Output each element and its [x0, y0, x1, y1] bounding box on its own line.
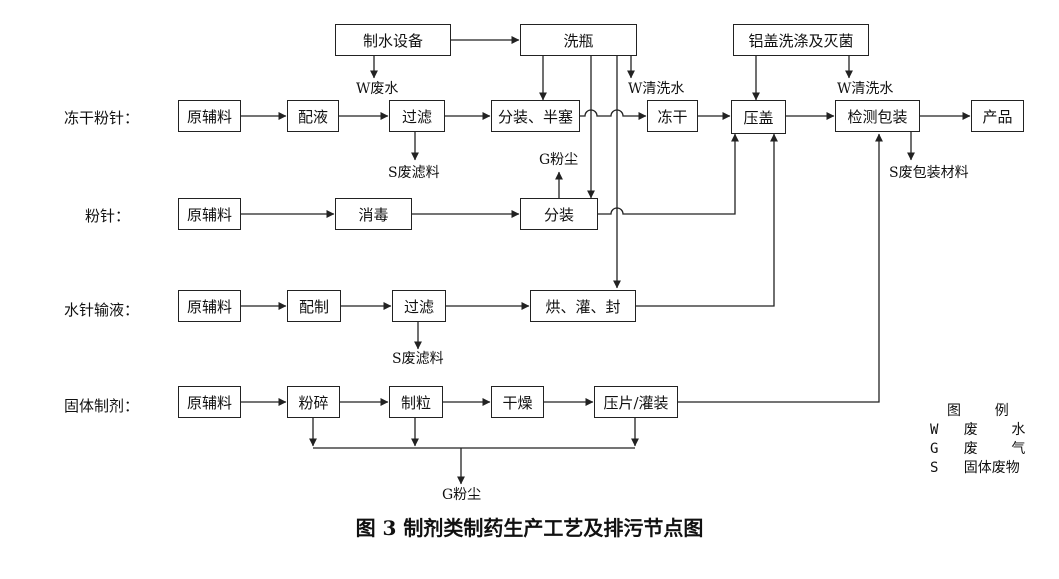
baking-filling-sealing-box: 烘、灌、封	[530, 290, 636, 322]
cleaning-water-label: W清洗水	[837, 81, 894, 97]
row-label-powder-injection: 粉针：	[85, 207, 131, 225]
flow-arrow	[636, 133, 778, 307]
lyo-raw-material-box: 原辅料	[178, 100, 241, 132]
row-label-water-injection: 水针输液：	[64, 301, 140, 319]
liquid-filtration-box: 过滤	[392, 290, 446, 322]
legend-item-waste-gas: G 废 气	[930, 441, 1026, 457]
waste-filter-material-label: S废滤料	[388, 165, 440, 181]
dust-emission-label: G粉尘	[539, 152, 579, 168]
legend-item-solid-waste: S 固体废物	[930, 460, 1020, 476]
dust-emission-label: G粉尘	[442, 487, 482, 503]
lyo-liquid-prep-box: 配液	[287, 100, 339, 132]
product-box: 产品	[971, 100, 1024, 132]
figure-caption: 图 3 制剂类制药生产工艺及排污节点图	[355, 516, 704, 540]
cleaning-water-label: W清洗水	[628, 81, 685, 97]
tablet-press-filling-box: 压片/灌装	[594, 386, 678, 418]
legend-item-waste-water: W 废 水	[930, 422, 1026, 438]
crushing-box: 粉碎	[287, 386, 340, 418]
lyo-filtration-box: 过滤	[389, 100, 445, 132]
solid-raw-material-box: 原辅料	[178, 386, 241, 418]
freeze-drying-box: 冻干	[647, 100, 698, 132]
powder-filling-box: 分装	[520, 198, 598, 230]
waste-filter-material-label: S废滤料	[392, 351, 444, 367]
liquid-preparation-box: 配制	[287, 290, 341, 322]
flow-arrow	[678, 133, 883, 403]
inspection-packaging-box: 检测包装	[835, 100, 920, 132]
row-label-solid-preparation: 固体制剂：	[64, 397, 140, 415]
drying-box: 干燥	[491, 386, 544, 418]
waste-packaging-label: S废包装材料	[889, 165, 969, 181]
lyo-filling-half-stopper-box: 分装、半塞	[491, 100, 580, 132]
flow-arrow	[580, 109, 647, 120]
legend-title: 图 例	[947, 403, 1009, 419]
cap-washing-sterilization-box: 铝盖洗涤及灭菌	[733, 24, 869, 56]
waste-water-label: W废水	[356, 81, 399, 97]
powder-raw-material-box: 原辅料	[178, 198, 241, 230]
row-label-lyophilized-powder: 冻干粉针：	[64, 109, 140, 127]
powder-disinfection-box: 消毒	[335, 198, 412, 230]
water-equipment-box: 制水设备	[335, 24, 451, 56]
capping-box: 压盖	[731, 100, 786, 134]
granulation-box: 制粒	[389, 386, 443, 418]
liquid-raw-material-box: 原辅料	[178, 290, 241, 322]
bottle-washing-box: 洗瓶	[520, 24, 637, 56]
flow-arrow	[598, 133, 739, 215]
